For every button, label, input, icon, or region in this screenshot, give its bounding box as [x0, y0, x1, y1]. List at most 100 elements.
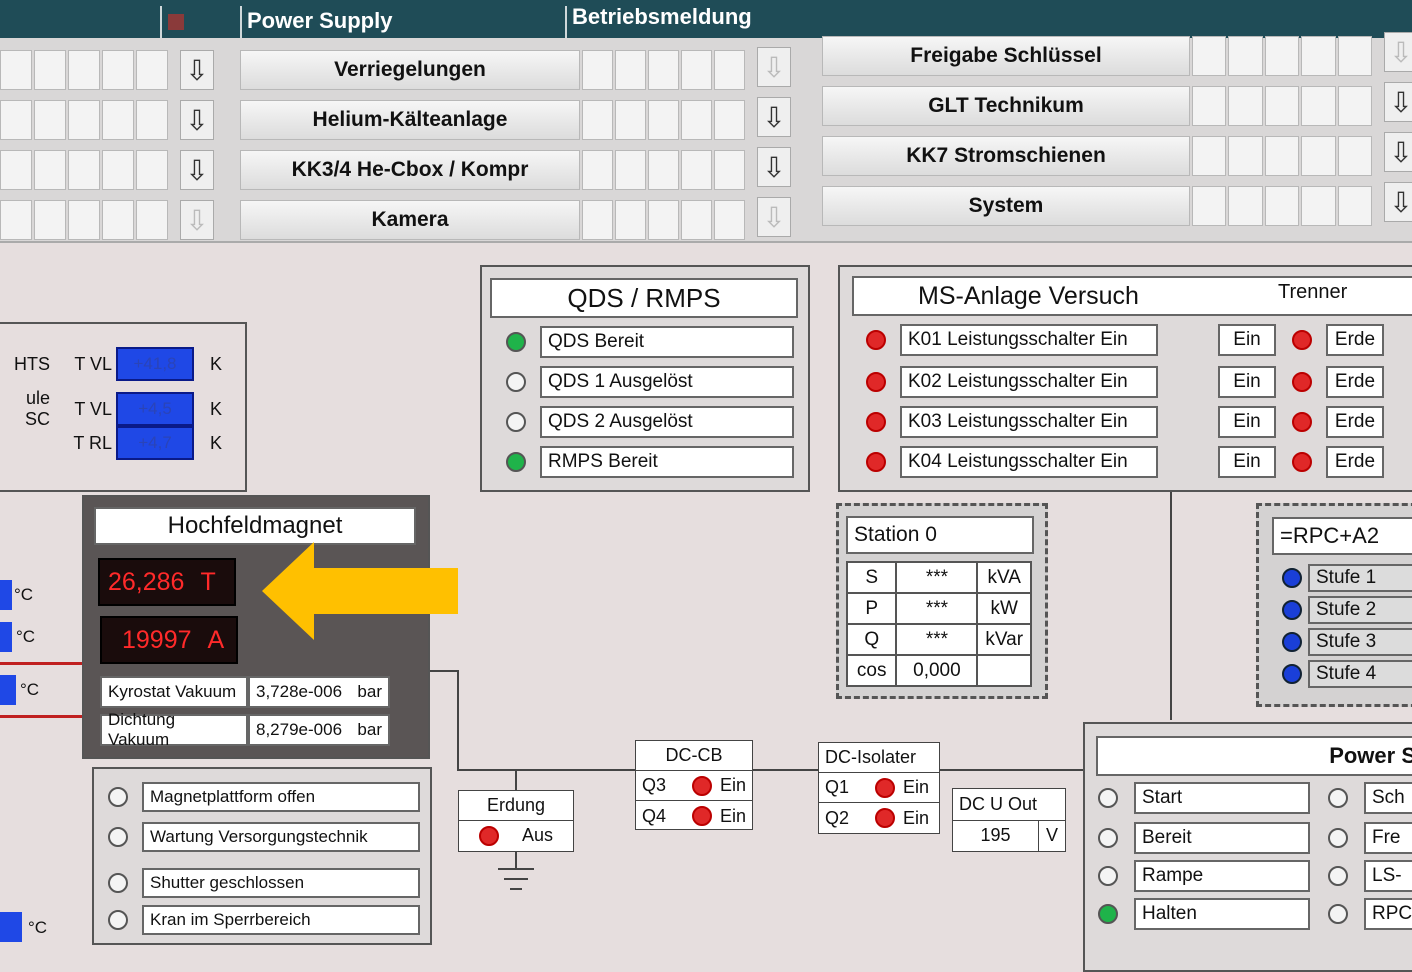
station-cell: *** — [895, 561, 979, 594]
ein-button[interactable]: Ein — [1218, 324, 1276, 356]
ein-button[interactable]: Ein — [1218, 366, 1276, 398]
dciso-title: DC-Isolater — [819, 743, 939, 773]
status-led-icon — [108, 910, 128, 930]
button-right-0[interactable]: Freigabe Schlüssel — [822, 36, 1190, 76]
status-row: Magnetplattform offen — [108, 782, 420, 812]
status-row: Shutter geschlossen — [108, 868, 420, 898]
wire — [430, 670, 458, 672]
temp-label: T VL — [74, 398, 112, 419]
arrow-down-button[interactable]: ⇩ — [1384, 132, 1412, 172]
arrow-down-button[interactable]: ⇩ — [1384, 32, 1412, 72]
trenner-led-icon — [1292, 372, 1312, 392]
power-label: Halten — [1134, 898, 1310, 930]
button-3[interactable]: Kamera — [240, 200, 580, 240]
button-0[interactable]: Verriegelungen — [240, 50, 580, 90]
qds-label: QDS Bereit — [540, 326, 794, 358]
dciso-state: Ein — [903, 777, 930, 797]
status-led-icon — [108, 827, 128, 847]
arrow-down-icon: ⇩ — [762, 51, 786, 83]
dccb-led-icon — [691, 806, 712, 826]
indicator-cells — [0, 100, 170, 140]
qds-row: RMPS Bereit — [506, 446, 794, 478]
power-led-icon — [1098, 788, 1118, 808]
arrow-down-button[interactable]: ⇩ — [180, 50, 214, 90]
qds-led-icon — [506, 452, 526, 472]
temp-indicator — [0, 675, 16, 705]
temp-row: T RL +4,7 K — [0, 426, 225, 460]
dciso-led-icon — [875, 808, 895, 828]
ms-title: MS-Anlage Versuch — [852, 276, 1412, 316]
power-led-icon — [1328, 904, 1348, 924]
field-value: 26,286 — [108, 567, 185, 596]
dccb-name: Q3 — [642, 775, 667, 795]
dcu-unit: V — [1045, 825, 1058, 845]
station-cell — [976, 654, 1032, 687]
erde-button[interactable]: Erde — [1326, 366, 1384, 398]
vacuum-label: Dichtung Vakuum — [100, 710, 248, 749]
dciso-name: Q2 — [825, 807, 850, 828]
qds-row: QDS Bereit — [506, 326, 794, 358]
ground-icon — [498, 868, 534, 870]
arrow-down-button[interactable]: ⇩ — [180, 150, 214, 190]
power-right-label: LS- — [1364, 860, 1412, 892]
top-bar: Power Supply Betriebsmeldung — [0, 0, 1412, 42]
erde-button[interactable]: Erde — [1326, 406, 1384, 438]
dciso-led-icon — [875, 777, 895, 798]
erde-button[interactable]: Erde — [1326, 446, 1384, 478]
power-led-icon — [1328, 866, 1348, 886]
indicator-cells — [0, 50, 170, 90]
status-row: Wartung Versorgungstechnik — [108, 822, 420, 852]
magnet-title: Hochfeldmagnet — [94, 507, 416, 545]
button-right-1[interactable]: GLT Technikum — [822, 86, 1190, 126]
erde-button[interactable]: Erde — [1326, 324, 1384, 356]
rpc-led-icon — [1282, 568, 1302, 588]
tab-power-supply[interactable]: Power Supply — [247, 8, 393, 33]
button-2[interactable]: KK3/4 He-Cbox / Kompr — [240, 150, 580, 190]
station-row: S***kVA — [845, 561, 1032, 594]
power-row: Halten RPC — [1098, 898, 1412, 930]
arrow-down-button[interactable]: ⇩ — [180, 100, 214, 140]
rpc-row: Stufe 2 — [1282, 596, 1412, 624]
power-led-icon — [1098, 828, 1118, 848]
power-row: Bereit Fre — [1098, 822, 1412, 854]
qds-label: QDS 2 Ausgelöst — [540, 406, 794, 438]
button-1[interactable]: Helium-Kälteanlage — [240, 100, 580, 140]
tab-betriebsmeldung[interactable]: Betriebsmeldung — [572, 4, 752, 29]
station-cell: Q — [845, 623, 898, 656]
rpc-label: Stufe 4 — [1308, 660, 1412, 688]
button-right-2[interactable]: KK7 Stromschienen — [822, 136, 1190, 176]
power-row: Rampe LS- — [1098, 860, 1412, 892]
rpc-led-icon — [1282, 632, 1302, 652]
arrow-down-button[interactable]: ⇩ — [757, 47, 791, 87]
temp-indicator — [0, 580, 12, 610]
power-title: Power S — [1096, 736, 1412, 776]
arrow-down-button[interactable]: ⇩ — [1384, 182, 1412, 222]
status-led-icon — [108, 873, 128, 893]
dciso-state: Ein — [903, 807, 930, 828]
temp-name: HTS — [14, 353, 50, 374]
arrow-down-icon: ⇩ — [185, 154, 209, 186]
dccb-name: Q4 — [642, 805, 667, 826]
button-right-3[interactable]: System — [822, 186, 1190, 226]
arrow-down-button[interactable]: ⇩ — [757, 147, 791, 187]
arrow-down-button[interactable]: ⇩ — [180, 200, 214, 240]
status-label: Shutter geschlossen — [142, 868, 420, 898]
pipe-line — [0, 662, 90, 665]
trenner-led-icon — [1292, 452, 1312, 472]
qds-led-icon — [506, 412, 526, 432]
qds-label: QDS 1 Ausgelöst — [540, 366, 794, 398]
arrow-down-button[interactable]: ⇩ — [1384, 82, 1412, 122]
ein-button[interactable]: Ein — [1218, 406, 1276, 438]
ein-button[interactable]: Ein — [1218, 446, 1276, 478]
arrow-down-button[interactable]: ⇩ — [757, 197, 791, 237]
arrow-down-button[interactable]: ⇩ — [757, 97, 791, 137]
rpc-led-icon — [1282, 600, 1302, 620]
ms-label: K02 Leistungsschalter Ein — [900, 366, 1158, 398]
power-right-label: RPC — [1364, 898, 1412, 930]
arrow-down-icon: ⇩ — [185, 104, 209, 136]
current-unit: A — [207, 625, 225, 654]
temp-unit: K — [210, 432, 223, 453]
temp-row: ule SC T VL +4,5 K — [0, 388, 225, 430]
